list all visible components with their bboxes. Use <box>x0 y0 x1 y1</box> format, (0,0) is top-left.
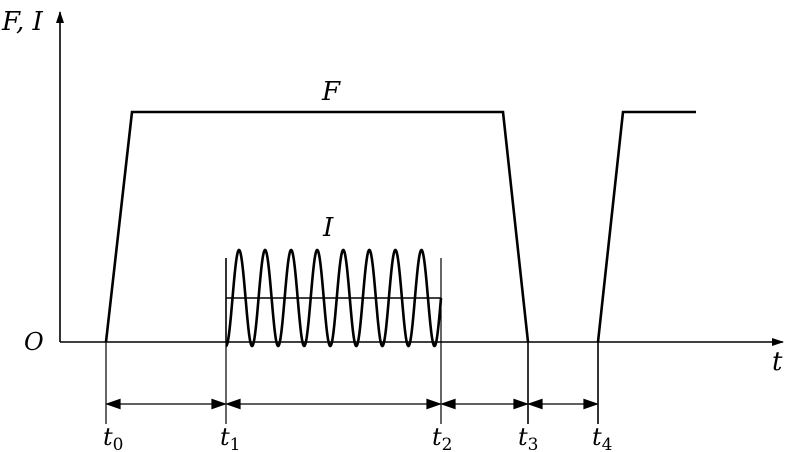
time-label-t1: t1 <box>220 423 240 452</box>
interval-arrow-3 <box>527 398 599 410</box>
time-label-t4: t4 <box>592 423 612 452</box>
y-axis-label: F, I <box>1 7 44 37</box>
force-curve-next-cycle <box>596 110 696 343</box>
x-axis-label: t <box>772 347 783 377</box>
force-curve <box>104 110 530 343</box>
time-label-t0: t0 <box>103 423 123 452</box>
time-labels: t0 t1 t2 t3 t4 <box>103 423 612 452</box>
interval-arrows <box>105 398 599 410</box>
origin-label: O <box>24 328 44 356</box>
time-label-t2: t2 <box>432 423 452 452</box>
current-label: I <box>322 213 334 243</box>
force-curve-label: F <box>321 77 341 107</box>
interval-arrow-1 <box>225 398 442 410</box>
time-label-t3: t3 <box>518 423 538 452</box>
interval-arrow-2 <box>440 398 529 410</box>
current-wave <box>225 248 443 348</box>
interval-arrow-0 <box>105 398 227 410</box>
